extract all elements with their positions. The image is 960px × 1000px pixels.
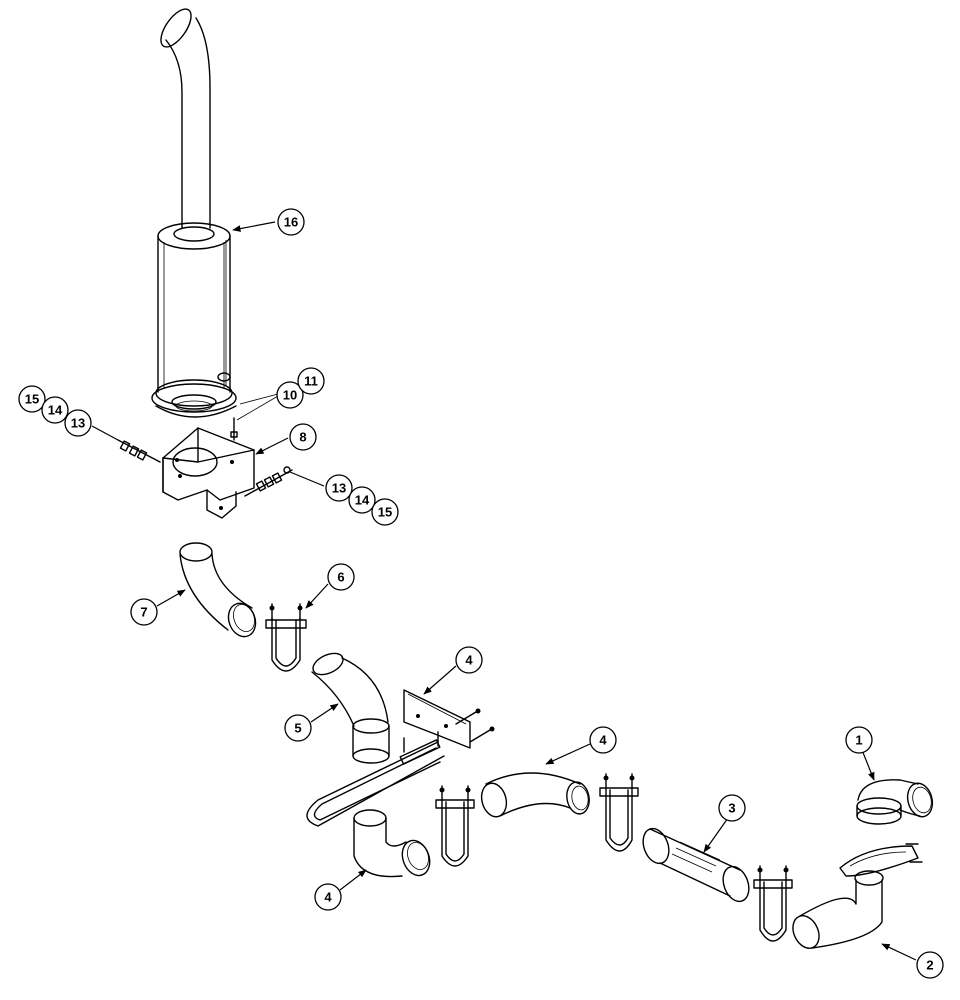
part-clamp-center-left bbox=[435, 785, 475, 867]
part-elbow-4-lower bbox=[353, 809, 431, 878]
callout-label: 13 bbox=[71, 416, 85, 431]
callout-4-upper: 4 bbox=[589, 726, 617, 754]
callout-15-left: 15 bbox=[18, 385, 46, 413]
callout-label: 14 bbox=[355, 493, 370, 508]
callout-13-left: 13 bbox=[64, 409, 92, 437]
callout-5: 4 bbox=[455, 646, 483, 674]
callout-16: 16 bbox=[277, 208, 305, 236]
callout-11: 10 bbox=[276, 381, 304, 409]
part-elbow-4-upper bbox=[480, 772, 590, 818]
callout-3: 3 bbox=[718, 794, 746, 822]
callout-6: 5 bbox=[284, 714, 312, 742]
part-flex-pipe-3 bbox=[642, 827, 750, 903]
callout-label: 3 bbox=[728, 801, 735, 816]
callout-label: 4 bbox=[324, 890, 332, 905]
callout-15-right: 15 bbox=[371, 498, 399, 526]
callout-14-left: 14 bbox=[41, 396, 69, 424]
part-clamp-7 bbox=[265, 603, 307, 672]
callout-label: 13 bbox=[332, 481, 346, 496]
callout-label: 6 bbox=[337, 570, 344, 585]
callout-12: 11 bbox=[297, 367, 325, 395]
callout-label: 4 bbox=[599, 733, 607, 748]
part-clamp-center-right bbox=[599, 773, 639, 852]
part-elbow-1 bbox=[856, 779, 934, 825]
callout-label: 5 bbox=[294, 721, 301, 736]
callout-label: 10 bbox=[283, 388, 297, 403]
part-hardware-left bbox=[91, 425, 161, 463]
part-vband-clamp bbox=[839, 843, 923, 877]
callout-14-right: 14 bbox=[348, 486, 376, 514]
callout-label: 8 bbox=[299, 430, 306, 445]
callout-2: 2 bbox=[916, 951, 944, 979]
part-clamp-lower-right bbox=[753, 865, 793, 942]
callout-8: 7 bbox=[130, 598, 158, 626]
part-elbow-6 bbox=[311, 652, 390, 764]
part-mounting-bracket bbox=[162, 427, 255, 519]
callout-label: 2 bbox=[926, 958, 933, 973]
callout-label: 15 bbox=[378, 505, 392, 520]
callout-label: 11 bbox=[304, 374, 318, 389]
part-bolt-11 bbox=[230, 393, 279, 441]
part-hardware-right bbox=[244, 466, 325, 497]
part-elbow-8 bbox=[179, 542, 257, 638]
callout-label: 7 bbox=[140, 605, 147, 620]
callout-10: 8 bbox=[289, 423, 317, 451]
callout-label: 16 bbox=[284, 215, 298, 230]
callout-label: 15 bbox=[25, 392, 39, 407]
part-stack-muffler bbox=[151, 8, 237, 418]
callout-label: 4 bbox=[465, 653, 473, 668]
callout-1: 1 bbox=[845, 726, 873, 754]
callout-7: 6 bbox=[327, 563, 355, 591]
part-bracket-5 bbox=[306, 689, 495, 827]
callout-label: 1 bbox=[855, 733, 862, 748]
callout-13-right: 13 bbox=[325, 474, 353, 502]
callout-label: 14 bbox=[48, 403, 63, 418]
callout-4-lower: 4 bbox=[314, 883, 342, 911]
part-elbow-2 bbox=[792, 870, 884, 949]
